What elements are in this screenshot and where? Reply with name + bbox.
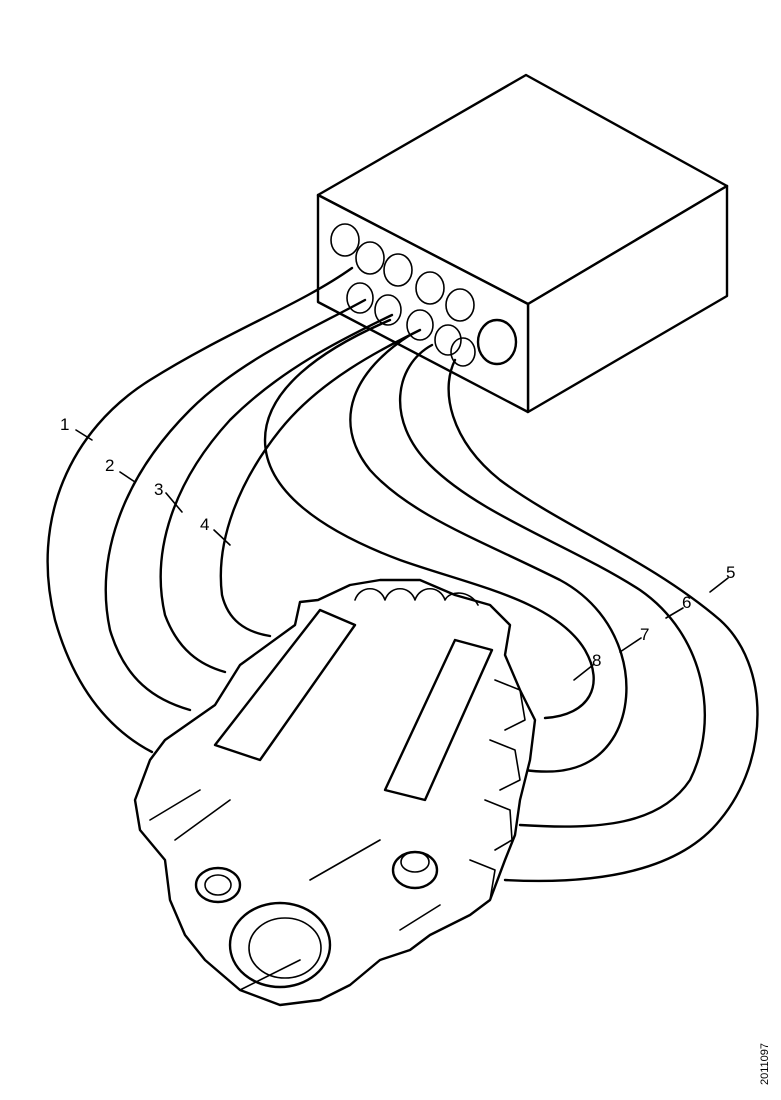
label-cable-1: 1	[60, 415, 69, 434]
side-components	[469, 679, 526, 901]
cam-cover-left	[213, 608, 357, 762]
cable-6	[398, 343, 706, 828]
cable-2	[104, 298, 367, 712]
engine-detail-lines	[149, 789, 441, 991]
connector-socket-large	[476, 318, 518, 366]
oil-filler-cap	[391, 850, 439, 890]
label-cable-8: 8	[592, 651, 601, 670]
cable-1	[46, 266, 354, 754]
junction-box-front-face	[316, 193, 530, 414]
leader-line-3	[165, 492, 183, 513]
cable-3	[159, 313, 394, 674]
label-cable-7: 7	[640, 625, 649, 644]
connector-socket	[406, 309, 434, 341]
engine	[133, 578, 537, 1007]
leader-line-8	[573, 664, 594, 681]
connector-socket	[374, 294, 402, 326]
leader-lines	[75, 429, 729, 681]
pulley-inner-ring	[248, 917, 322, 979]
cable-labels: 1 2 3 4 5 6 7 8	[60, 415, 735, 670]
leader-line-2	[119, 471, 136, 483]
label-cable-2: 2	[105, 456, 114, 475]
leader-line-5	[709, 577, 729, 593]
cables	[46, 266, 759, 883]
leader-line-4	[213, 529, 231, 546]
connector-socket	[415, 271, 445, 305]
connector-socket	[355, 241, 385, 275]
connector-socket	[445, 288, 475, 322]
label-cable-6: 6	[682, 593, 691, 612]
connector-socket	[434, 324, 462, 356]
engine-boss-inner	[204, 874, 232, 896]
cable-7	[349, 333, 628, 773]
connector-socket	[450, 337, 476, 367]
connector-sockets	[330, 223, 518, 367]
junction-box	[316, 73, 729, 414]
connector-socket	[383, 253, 413, 287]
cable-8	[263, 318, 595, 720]
figure-reference-code: 2011097	[759, 1043, 771, 1085]
leader-line-7	[619, 637, 642, 653]
oil-filler-cap-top	[400, 851, 430, 873]
cable-5	[447, 358, 759, 883]
connector-socket	[346, 282, 374, 314]
label-cable-5: 5	[726, 563, 735, 582]
cable-4	[219, 328, 422, 638]
intake-runners	[354, 587, 479, 606]
engine-boss	[194, 866, 242, 904]
cam-cover-right	[383, 638, 494, 802]
connector-socket	[330, 223, 360, 257]
leader-line-1	[75, 429, 93, 441]
crankshaft-pulley	[228, 901, 332, 989]
label-cable-4: 4	[200, 515, 209, 534]
leader-line-6	[665, 607, 684, 619]
label-cable-3: 3	[154, 480, 163, 499]
